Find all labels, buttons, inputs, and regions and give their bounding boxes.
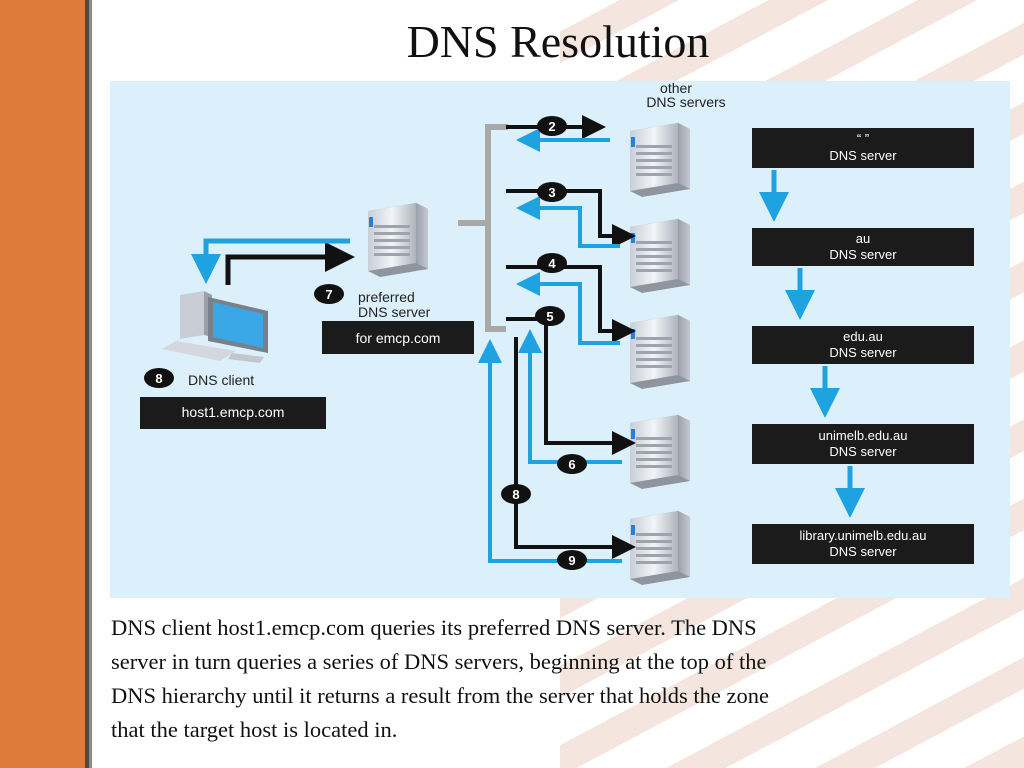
step-badge-5: 5: [535, 306, 565, 326]
hierarchy-edu-au-line2: DNS server: [829, 345, 897, 360]
step-badge-8-path: 8: [501, 484, 531, 504]
unimelb-server-icon: [630, 415, 690, 489]
au-server-icon: [630, 219, 690, 293]
step-6-number: 6: [568, 457, 575, 472]
step-9-number: 9: [568, 553, 575, 568]
dns-diagram-svg: other DNS servers: [140, 81, 974, 585]
hierarchy-box-library: library.unimelb.edu.au DNS server: [752, 524, 974, 564]
hierarchy-root-line1: “ ”: [857, 131, 869, 146]
dns-client-label: DNS client: [188, 372, 254, 388]
client-query-arrow: [225, 242, 355, 285]
slide-caption: DNS client host1.emcp.com queries its pr…: [111, 611, 961, 747]
query-bracket: [485, 124, 508, 332]
client-host-box: [140, 397, 326, 429]
step-badge-3: 3: [537, 182, 567, 202]
step-6-response-arrow: [518, 329, 622, 464]
other-servers-label-line2: DNS servers: [646, 94, 725, 110]
slide-title: DNS Resolution: [406, 16, 710, 67]
hierarchy-root-line2: DNS server: [829, 148, 897, 163]
hierarchy-edu-au-line1: edu.au: [843, 329, 883, 344]
hierarchy-box-root: “ ” DNS server: [752, 128, 974, 168]
step-8-query-arrow: [514, 337, 636, 559]
hierarchy-library-line1: library.unimelb.edu.au: [800, 528, 927, 543]
edu-au-server-icon: [630, 315, 690, 389]
client-step-number: 8: [155, 371, 162, 386]
step-badge-7: 7: [314, 284, 344, 304]
step-9-response-arrow: [478, 339, 622, 563]
step-2-number: 2: [548, 119, 555, 134]
step-3-number: 3: [548, 185, 555, 200]
library-server-icon: [630, 511, 690, 585]
step-4-number: 4: [548, 256, 556, 271]
hierarchy-unimelb-line1: unimelb.edu.au: [819, 428, 908, 443]
step-badge-8-client: 8: [144, 368, 174, 388]
preferred-zone-box: [322, 321, 474, 354]
preferred-label-line2: DNS server: [358, 304, 431, 320]
step-5-query-arrow: [506, 317, 636, 455]
dns-diagram: other DNS servers: [110, 81, 1010, 598]
hierarchy-au-line1: au: [856, 231, 870, 246]
left-divider-gray: [89, 0, 92, 768]
root-server-icon: [630, 123, 690, 197]
step-8-number: 8: [512, 487, 519, 502]
preferred-dns-server-icon: [368, 203, 428, 277]
caption-line-1: DNS client host1.emcp.com queries its pr…: [111, 615, 757, 640]
hierarchy-unimelb-line2: DNS server: [829, 444, 897, 459]
step-5-number: 5: [546, 309, 553, 324]
other-servers-label-line1: other: [660, 81, 692, 96]
left-accent-band: [0, 0, 85, 768]
step-7-number: 7: [325, 287, 332, 302]
client-host-label: host1.emcp.com: [182, 404, 285, 420]
hierarchy-box-edu-au: edu.au DNS server: [752, 326, 974, 364]
step-badge-4: 4: [537, 253, 567, 273]
step-badge-6: 6: [557, 454, 587, 474]
client-response-arrow: [191, 238, 350, 284]
hierarchy-box-unimelb: unimelb.edu.au DNS server: [752, 424, 974, 464]
step-4-response-arrow: [516, 272, 620, 345]
step-4-query-arrow: [506, 265, 636, 343]
caption-line-3: DNS hierarchy until it returns a result …: [111, 683, 769, 708]
preferred-label-line1: preferred: [358, 289, 415, 305]
preferred-zone-label: for emcp.com: [356, 330, 441, 346]
caption-line-4: that the target host is located in.: [111, 717, 398, 742]
step-3-query-arrow: [506, 189, 636, 248]
hierarchy-au-line2: DNS server: [829, 247, 897, 262]
left-divider-dark: [85, 0, 89, 768]
dns-client-computer-icon: [162, 291, 268, 363]
step-3-response-arrow: [516, 196, 620, 248]
hierarchy-box-au: au DNS server: [752, 228, 974, 266]
hierarchy-library-line2: DNS server: [829, 544, 897, 559]
caption-line-2: server in turn queries a series of DNS s…: [111, 649, 767, 674]
step-badge-2: 2: [537, 116, 567, 136]
step-badge-9: 9: [557, 550, 587, 570]
